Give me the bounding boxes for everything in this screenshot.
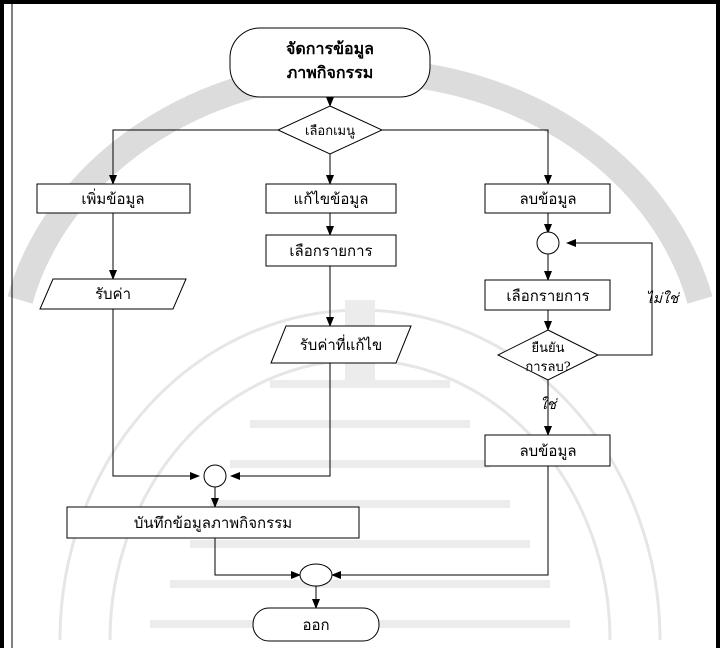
- start-terminator: จัดการข้อมูล ภาพกิจกรรม: [229, 27, 431, 98]
- confirm-label-line2: การลบ?: [525, 360, 570, 375]
- no-branch-label: ไม่ใช่: [646, 290, 681, 307]
- menu-decision-label: เลือกเมนู: [305, 123, 355, 139]
- edit-data-label: แก้ไขข้อมูล: [294, 190, 369, 208]
- start-title-line1: จัดการข้อมูล: [286, 39, 374, 60]
- edit-select-process: เลือกรายการ: [265, 234, 397, 267]
- save-process: บันทึกข้อมูลภาพกิจกรรม: [66, 506, 360, 539]
- menu-decision: เลือกเมนู: [276, 105, 384, 155]
- add-input-label: รับค่า: [95, 285, 131, 303]
- save-label: บันทึกข้อมูลภาพกิจกรรม: [134, 514, 292, 532]
- confirm-delete-decision: ยืนยัน การลบ?: [496, 329, 600, 381]
- delete-data-process: ลบข้อมูล: [484, 183, 611, 214]
- end-terminator: ออก: [252, 607, 380, 642]
- delete-action-label: ลบข้อมูล: [519, 442, 576, 460]
- delete-select-process: เลือกรายการ: [484, 279, 611, 311]
- delete-action-process: ลบข้อมูล: [484, 434, 611, 467]
- delete-select-label: เลือกรายการ: [506, 287, 589, 305]
- merge-connector-save: [203, 464, 227, 488]
- add-data-label: เพิ่มข้อมูล: [81, 188, 144, 208]
- edit-data-process: แก้ไขข้อมูล: [265, 183, 397, 214]
- edit-select-label: เลือกรายการ: [289, 242, 372, 260]
- confirm-label-line1: ยืนยัน: [531, 340, 565, 356]
- end-label: ออก: [302, 616, 329, 634]
- delete-loop-connector: [536, 231, 560, 255]
- add-data-process: เพิ่มข้อมูล: [36, 183, 191, 214]
- add-input-parallelogram: รับค่า: [39, 278, 187, 310]
- edit-input-label: รับค่าที่แก้ไข: [300, 334, 382, 354]
- start-title-line2: ภาพกิจกรรม: [287, 63, 374, 82]
- flow-connectors: [109, 97, 653, 609]
- merge-connector-end: [299, 563, 333, 587]
- delete-data-label: ลบข้อมูล: [519, 190, 576, 208]
- edit-input-parallelogram: รับค่าที่แก้ไข: [270, 325, 412, 364]
- yes-branch-label: ใช่: [540, 396, 558, 413]
